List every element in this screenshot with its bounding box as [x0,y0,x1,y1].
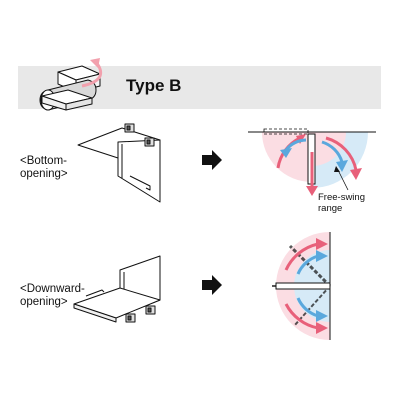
free-swing-range-note: Free-swing range [318,192,365,214]
bottom-opening-label: <Bottom- opening> [20,155,68,181]
free-swing-note-line1: Free-swing [318,192,365,203]
downward-opening-label-line1: <Downward- [20,283,85,295]
downward-opening-label-line2: opening> [20,296,68,308]
downward-opening-label: <Downward- opening> [20,283,85,309]
bottom-opening-label-line1: <Bottom- [20,155,67,167]
free-swing-note-line2: range [318,203,343,214]
type-title: Type B [126,76,182,95]
bottom-opening-label-line2: opening> [20,168,68,180]
